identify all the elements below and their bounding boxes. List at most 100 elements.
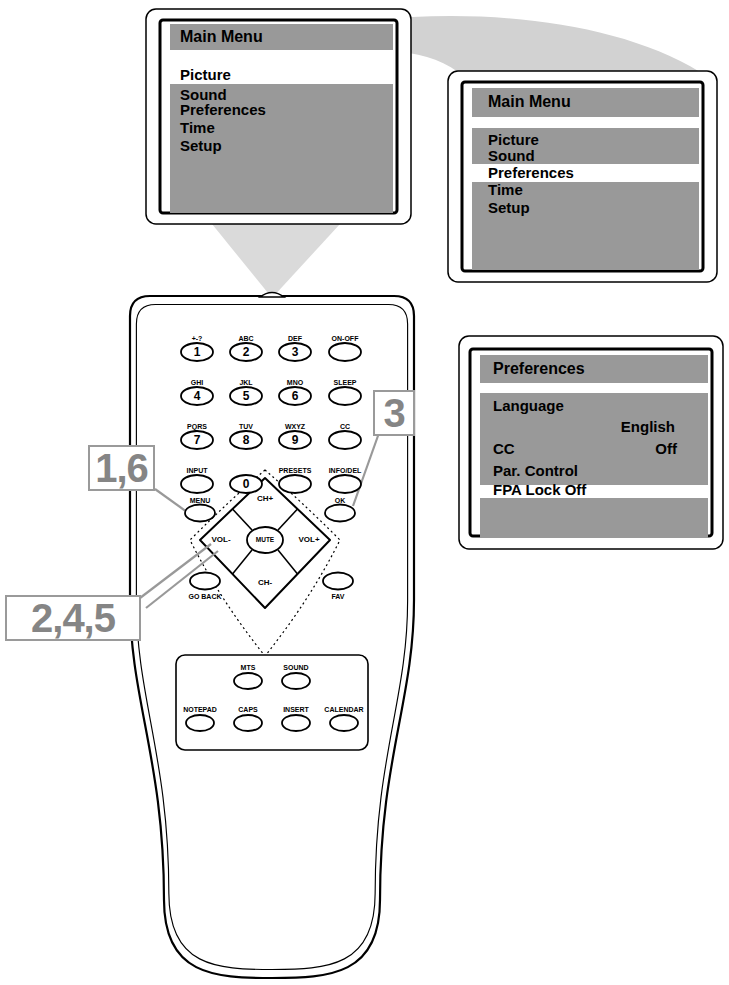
button-label: VOL+ <box>298 536 319 544</box>
menu-item: Setup <box>180 138 222 153</box>
button-label: INPUT <box>187 467 208 474</box>
button-digit: 5 <box>243 390 250 402</box>
remote-button <box>329 387 361 405</box>
button-label: TUV <box>239 423 253 430</box>
button-label: OK <box>335 497 346 504</box>
remote-button <box>329 475 361 493</box>
leader-line <box>155 489 187 512</box>
screen-area <box>160 20 397 213</box>
remote-button <box>181 475 213 493</box>
menu-band <box>170 24 393 50</box>
menu-band <box>472 182 699 270</box>
remote-button <box>282 715 310 731</box>
remote-button <box>282 673 310 689</box>
button-digit: 1 <box>194 346 201 358</box>
menu-item: FPA Lock Off <box>493 482 586 497</box>
menu-item: Picture <box>488 132 539 147</box>
dpad-dotted-outline <box>190 470 340 656</box>
remote-button <box>234 673 262 689</box>
button-label: INFO/DEL <box>329 467 362 474</box>
dpad-divider <box>278 509 298 530</box>
button-label: MTS <box>241 664 256 671</box>
remote-inner-edge <box>136 305 407 970</box>
callout-number: 3 <box>383 393 404 433</box>
menu-title: Main Menu <box>488 94 571 110</box>
remote-button <box>186 715 214 731</box>
callout-number: 2,4,5 <box>5 595 141 641</box>
menu-item: Setup <box>488 200 530 215</box>
button-label: ABC <box>238 335 253 342</box>
menu-item: Language <box>493 398 564 413</box>
remote-button <box>190 573 220 590</box>
dpad-divider <box>233 550 253 574</box>
remote-button <box>279 475 311 493</box>
menu-band <box>480 498 708 538</box>
menu-item: Par. Control <box>493 463 578 478</box>
remote-button <box>181 387 213 405</box>
callout-number: 3 <box>373 390 415 436</box>
button-label: ON-OFF <box>332 335 359 342</box>
button-digit: 6 <box>292 390 299 402</box>
screen-area <box>462 82 703 271</box>
button-label: VOL- <box>211 536 230 544</box>
button-label: SOUND <box>283 664 308 671</box>
callout-number: 1,6 <box>95 448 148 488</box>
button-label: MUTE <box>256 537 274 544</box>
button-digit: 8 <box>243 434 250 446</box>
button-label: JKL <box>239 379 252 386</box>
menu-screen: PreferencesLanguageEnglishCCOffPar. Cont… <box>458 335 724 550</box>
lower-key-panel <box>176 655 368 750</box>
dpad-divider <box>233 509 253 530</box>
screen-bezel <box>459 336 723 549</box>
menu-band <box>480 393 708 485</box>
button-label: PQRS <box>187 423 207 430</box>
screen-beam <box>212 224 340 298</box>
remote-body <box>130 296 414 978</box>
menu-item: Sound <box>180 87 227 102</box>
button-digit: 2 <box>243 346 250 358</box>
button-label: WXYZ <box>285 423 305 430</box>
screen-frame <box>447 70 718 283</box>
remote-button <box>279 431 311 449</box>
menu-item: Sound <box>488 148 535 163</box>
button-label: MENU <box>190 497 211 504</box>
remote-button <box>234 715 262 731</box>
menu-item: Picture <box>180 67 231 82</box>
button-label: FAV <box>331 593 344 600</box>
remote-button <box>329 431 361 449</box>
button-label: CH- <box>258 579 272 587</box>
remote-button <box>279 387 311 405</box>
menu-item: Off <box>655 441 677 456</box>
button-label: CH+ <box>257 495 273 503</box>
menu-item: Time <box>180 120 215 135</box>
screen-bezel <box>448 71 717 282</box>
menu-screen: Main MenuPictureSoundPreferencesTimeSetu… <box>145 8 412 225</box>
remote-button <box>323 573 353 590</box>
callout-number: 1,6 <box>88 445 155 491</box>
remote-button <box>330 715 358 731</box>
button-label: PRESETS <box>279 467 312 474</box>
remote-button <box>230 431 262 449</box>
button-label: GO BACK <box>188 593 221 600</box>
button-label: SLEEP <box>334 379 357 386</box>
menu-item: Time <box>488 182 523 197</box>
screen-bezel <box>146 9 411 224</box>
mute-button <box>247 527 283 553</box>
button-label: +-? <box>192 335 203 342</box>
remote-button <box>230 387 262 405</box>
menu-band <box>480 355 708 383</box>
menu-title: Main Menu <box>180 29 263 45</box>
ir-window <box>260 293 284 298</box>
button-label: INSERT <box>283 706 309 713</box>
menu-band <box>472 128 699 164</box>
button-label: MNO <box>287 379 303 386</box>
remote-button <box>185 505 215 522</box>
callout-number: 2,4,5 <box>31 598 115 638</box>
remote-button <box>181 343 213 361</box>
menu-item: Preferences <box>180 102 266 117</box>
button-digit: 3 <box>292 346 299 358</box>
remote-button <box>325 505 355 522</box>
button-label: CALENDAR <box>324 706 363 713</box>
dpad-keys <box>200 478 330 608</box>
button-digit: 7 <box>194 434 201 446</box>
